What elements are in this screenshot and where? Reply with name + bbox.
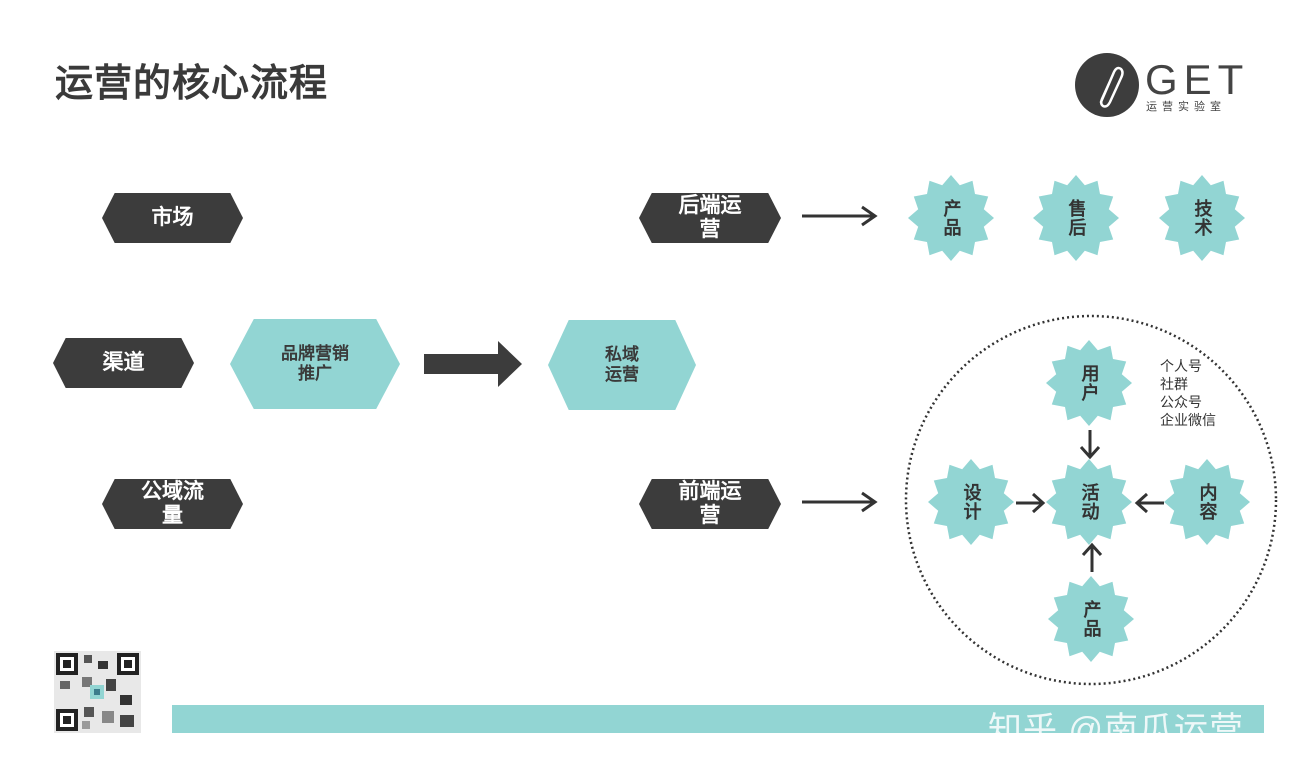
content-label: 内容 [1197,483,1218,521]
watermark: 知乎 @南瓜运营 [988,711,1244,749]
design-label: 设计 [961,483,982,521]
footer-bar [172,705,1264,733]
public-traffic-node: 公域流量 [102,479,243,529]
frontend-ops-label: 前端运营 [678,480,742,527]
design-node: 设计 [927,458,1015,546]
cycle-boundary [904,314,1278,686]
product-label: 产品 [1081,600,1102,638]
private-ops-label: 私域运营 [605,345,639,384]
user-channel-item: 公众号 [1160,394,1202,410]
channel-node: 渠道 [53,338,194,388]
block-arrow-icon [424,341,522,387]
arrow-right-icon [1016,492,1046,514]
market-label: 市场 [151,206,194,229]
arrow-right-icon [802,491,878,513]
backend-ops-label: 后端运营 [678,194,742,241]
logo-subtitle: 运营实验室 [1146,101,1226,113]
page-title: 运营的核心流程 [55,63,329,105]
activity-label: 活动 [1079,483,1100,521]
activity-node: 活动 [1045,458,1133,546]
backend-aftersales-node: 售后 [1032,174,1120,262]
paperclip-logo-icon [1075,53,1139,117]
backend-tech-label: 技术 [1192,199,1213,237]
qr-code-icon [54,651,141,733]
user-channel-item: 企业微信 [1160,412,1216,428]
user-node: 用户 [1045,339,1133,427]
arrow-right-icon [802,205,878,227]
arrow-up-icon [1081,542,1103,572]
backend-product-label: 产品 [941,199,962,237]
public-traffic-label: 公域流量 [141,480,204,527]
frontend-ops-node: 前端运营 [639,479,781,529]
brand-promotion-node: 品牌营销推广 [230,319,400,409]
backend-ops-node: 后端运营 [639,193,781,243]
user-channels-list: 个人号 社群 公众号 企业微信 [1160,357,1216,429]
user-channel-item: 个人号 [1160,358,1202,374]
market-node: 市场 [102,193,243,243]
private-ops-node: 私域运营 [548,320,696,410]
channel-label: 渠道 [102,351,145,374]
backend-aftersales-label: 售后 [1066,199,1087,237]
arrow-left-icon [1134,492,1164,514]
arrow-down-icon [1079,430,1101,460]
backend-product-node: 产品 [907,174,995,262]
content-node: 内容 [1163,458,1251,546]
backend-tech-node: 技术 [1158,174,1246,262]
user-label: 用户 [1079,364,1100,402]
brand-promotion-label: 品牌营销推广 [281,344,349,383]
user-channel-item: 社群 [1160,376,1188,392]
product-node: 产品 [1047,575,1135,663]
logo-brand: GET [1145,56,1250,103]
